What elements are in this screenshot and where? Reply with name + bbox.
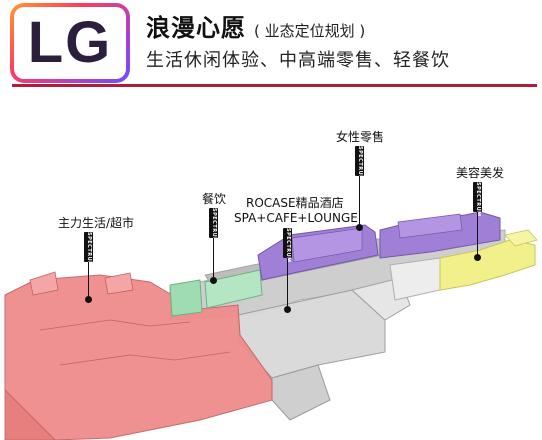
womens-retail-tag: SPECTRUM xyxy=(355,146,364,181)
hotel-pin xyxy=(287,258,288,308)
hotel-pin-dot xyxy=(284,306,291,313)
supermarket-label: 主力生活/超市 xyxy=(58,216,135,230)
dining-label: 餐饮 xyxy=(202,192,227,206)
beauty-label: 美容美发 xyxy=(456,166,505,180)
hotel-tag: SPECTRUM xyxy=(283,228,292,263)
womens-retail-label: 女性零售 xyxy=(336,130,385,144)
supermarket-tag-text: SPECTRUM xyxy=(86,232,92,267)
womens-retail-tag-text: SPECTRUM xyxy=(357,146,363,181)
beauty-zone xyxy=(439,229,538,291)
hotel-tag-text: SPECTRUM xyxy=(285,228,291,263)
page-tagline: 生活休闲体验、中高端零售、轻餐饮 xyxy=(146,50,450,71)
dining-pin-dot xyxy=(210,277,217,284)
supermarket-tag: SPECTRUM xyxy=(84,232,93,267)
beauty-tag: SPECTRUM xyxy=(473,182,482,217)
page-subtitle: ( 业态定位规划 ) xyxy=(254,22,366,40)
dining-tag: SPECTRUM xyxy=(209,208,218,243)
header-divider xyxy=(12,84,537,87)
floor-plan xyxy=(4,211,538,440)
hotel-zone xyxy=(237,257,441,421)
supermarket-pin xyxy=(88,262,89,298)
supermarket-pin-dot xyxy=(85,296,92,303)
womens-retail-pin xyxy=(359,176,360,226)
supermarket-zone xyxy=(4,271,273,440)
womens-retail-pin-dot xyxy=(356,224,363,231)
floor-code-badge: LG xyxy=(10,3,130,83)
floor-code: LG xyxy=(27,10,113,75)
dining-pin xyxy=(213,238,214,278)
dining-tag-text: SPECTRUM xyxy=(211,208,217,243)
hotel-label-line1: ROCASE精品酒店 xyxy=(246,196,344,210)
beauty-tag-text: SPECTRUM xyxy=(475,182,481,217)
hotel-label-line2: SPA+CAFE+LOUNGE xyxy=(234,211,358,225)
beauty-pin-dot xyxy=(474,254,481,261)
beauty-pin xyxy=(477,212,478,256)
page-title: 浪漫心愿 xyxy=(146,14,246,42)
dining-zone xyxy=(169,269,263,317)
title-row: 浪漫心愿 ( 业态定位规划 ) xyxy=(146,8,365,43)
